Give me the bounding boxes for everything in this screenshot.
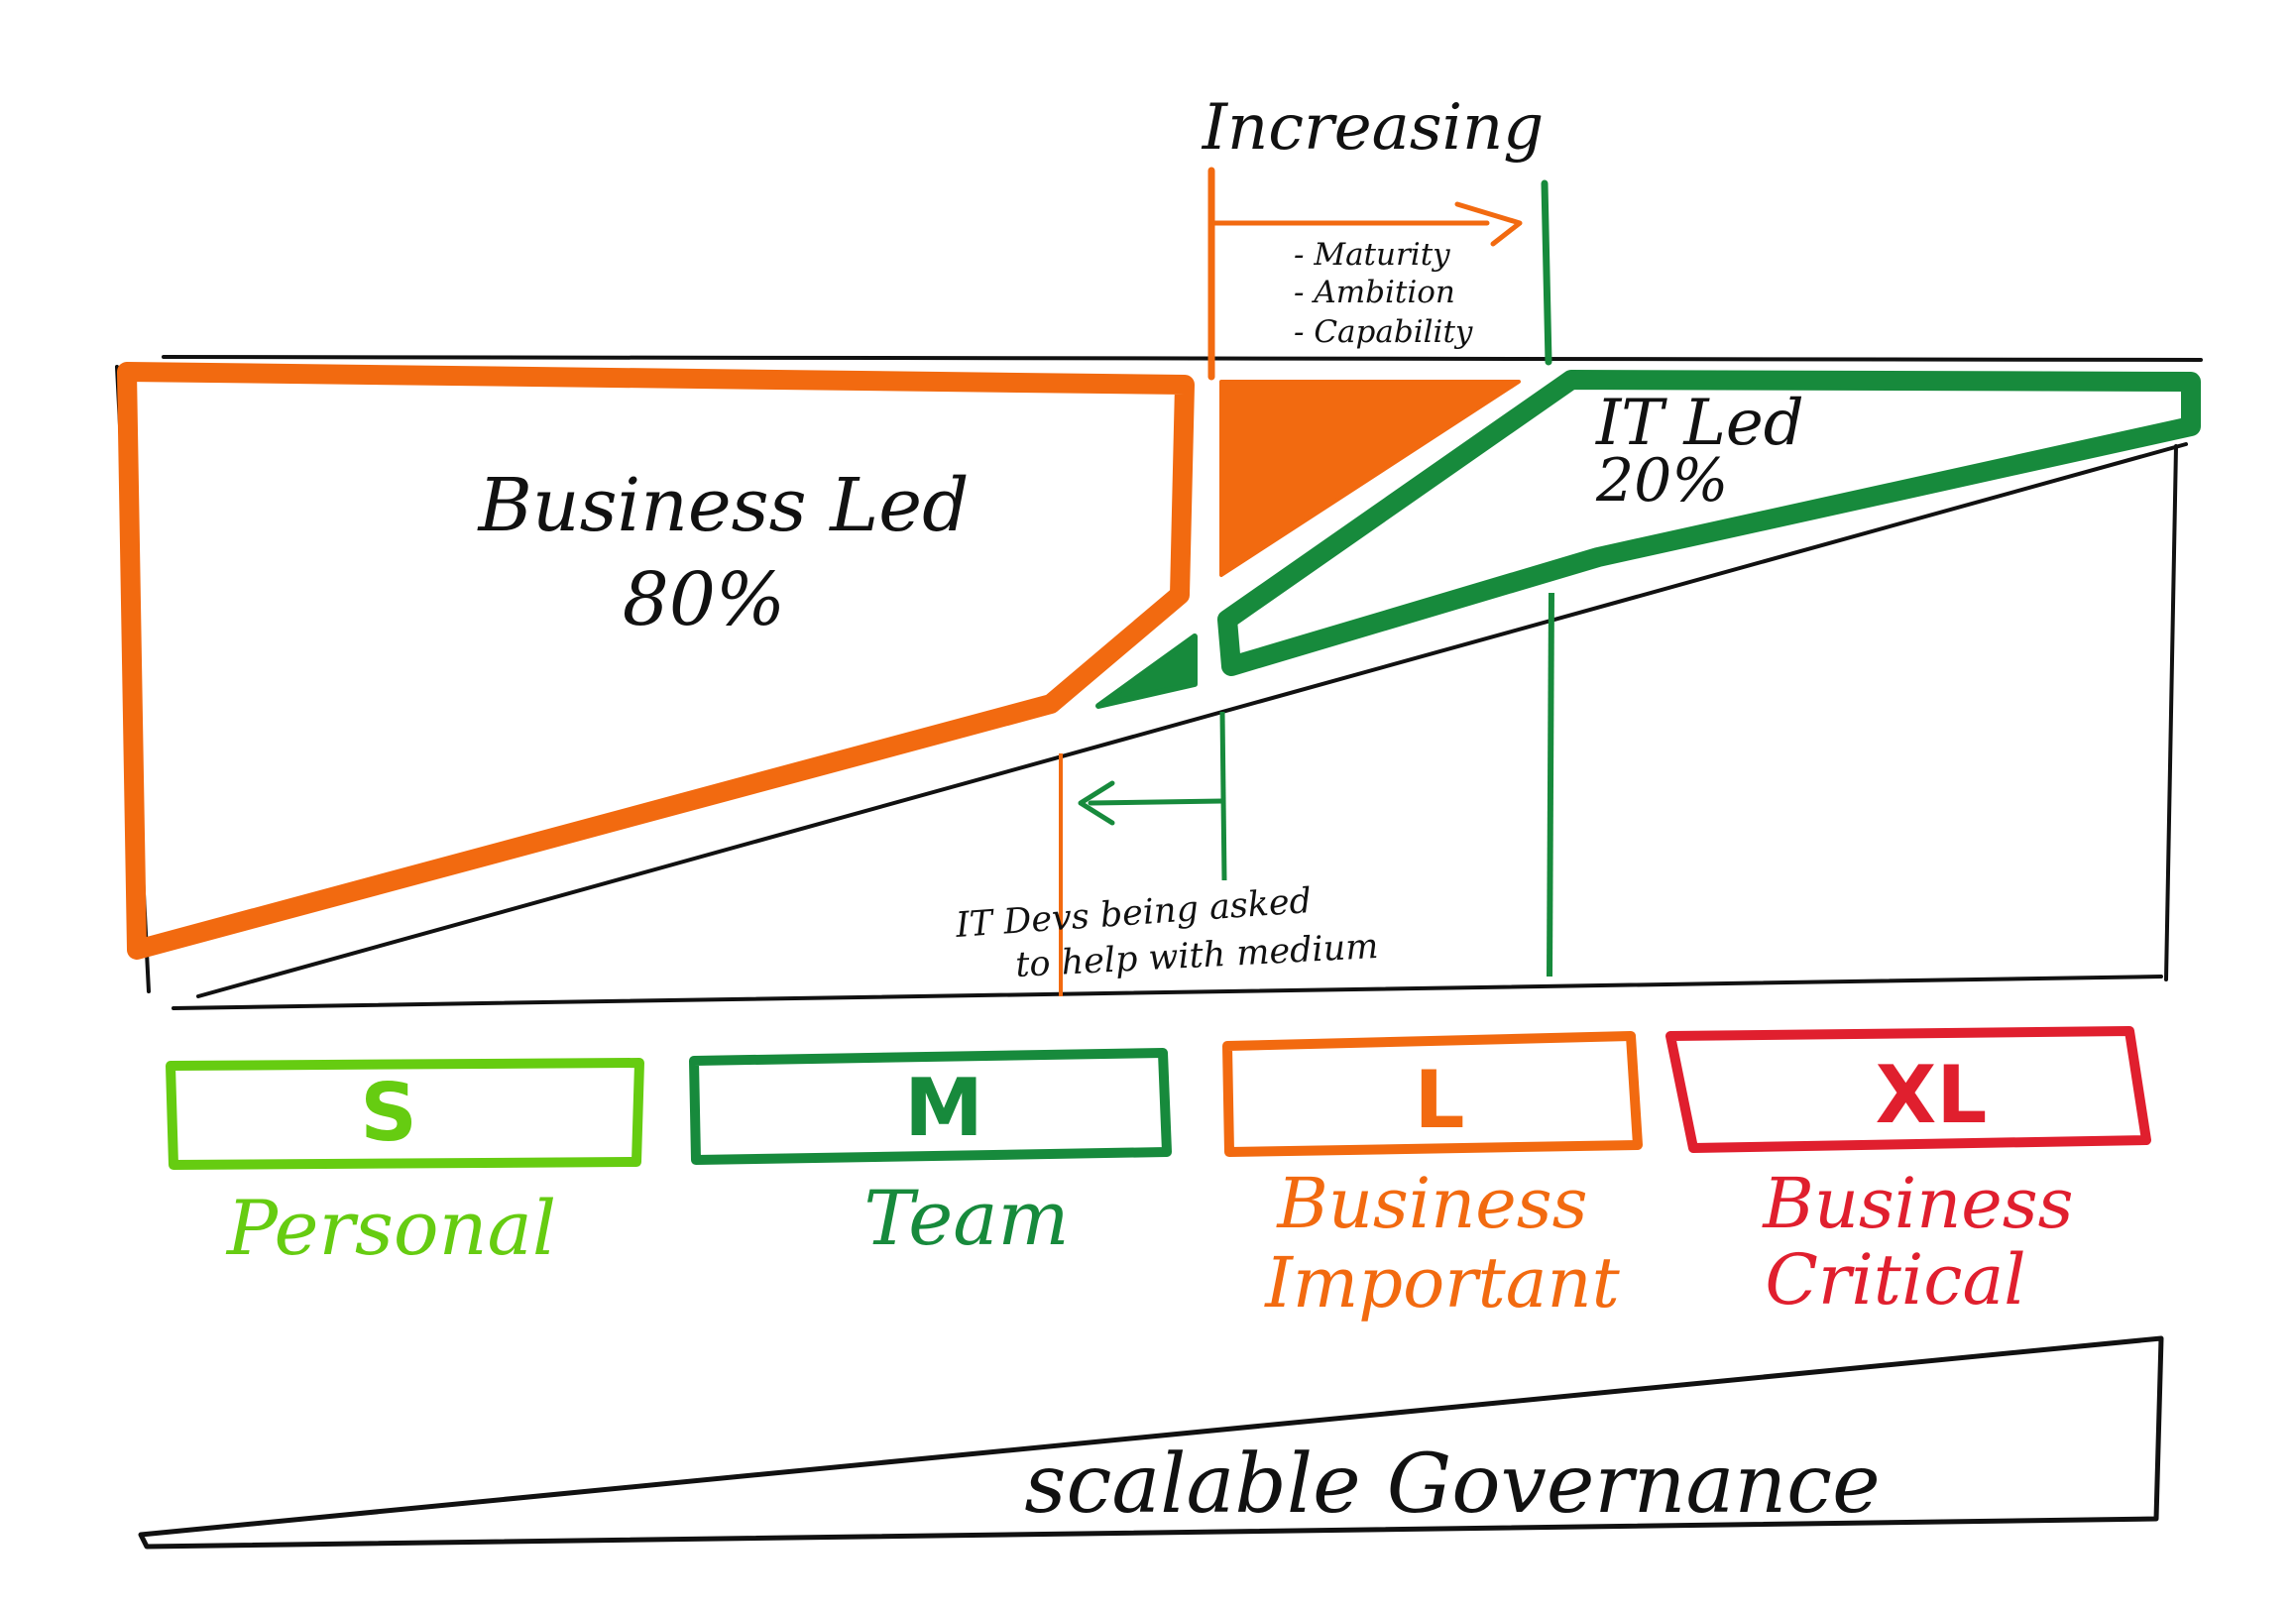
marker-line-large	[1547, 592, 1554, 978]
size-letter-l: L	[1415, 1054, 1465, 1146]
it-led-region	[1217, 370, 2201, 676]
size-box-xl	[1665, 1026, 2151, 1153]
business-led-region	[117, 362, 1195, 960]
size-box-m	[689, 1048, 1172, 1165]
increasing-arrow-icon	[1454, 201, 1523, 247]
frame-right-line	[2164, 444, 2178, 981]
business-led-label: Business Led	[477, 463, 970, 548]
frame-diagonal-line	[196, 442, 2188, 998]
help-arrow	[1078, 780, 1225, 826]
caption-business-important-2: Important	[1263, 1242, 1620, 1323]
orange-growth-triangle	[1219, 380, 1521, 577]
increasing-bracket	[1207, 167, 1552, 381]
size-boxes	[166, 1026, 2151, 1170]
frame-bottom-line	[172, 975, 2163, 1010]
increasing-item-maturity: - Maturity	[1294, 237, 1450, 273]
business-led-percent: 80%	[623, 557, 785, 642]
size-letter-m: M	[904, 1062, 983, 1154]
bracket-right-green	[1541, 179, 1552, 366]
governance-wedge	[138, 1335, 2164, 1550]
size-letter-xl: XL	[1876, 1049, 1988, 1141]
caption-business-critical-1: Business	[1761, 1163, 2073, 1244]
increasing-item-capability: - Capability	[1294, 314, 1473, 350]
frame-top-line	[162, 355, 2203, 362]
green-wedge	[1095, 633, 1198, 709]
size-box-s	[166, 1058, 644, 1170]
caption-business-critical-2: Critical	[1765, 1239, 2025, 1321]
increasing-item-ambition: - Ambition	[1294, 275, 1455, 310]
left-arrow-icon	[1078, 780, 1115, 826]
size-letter-s: S	[360, 1067, 417, 1159]
caption-team: Team	[863, 1174, 1069, 1262]
marker-line-medium	[1219, 711, 1227, 881]
increasing-title: Increasing	[1202, 91, 1544, 165]
size-box-l	[1222, 1031, 1643, 1157]
it-led-percent: 20%	[1595, 446, 1728, 516]
help-arrow-shaft	[1088, 798, 1225, 806]
caption-personal: Personal	[225, 1184, 556, 1272]
governance-label: scalable Governance	[1024, 1438, 1880, 1532]
it-led-label: IT Led	[1595, 387, 1804, 460]
caption-business-important-1: Business	[1275, 1163, 1587, 1244]
